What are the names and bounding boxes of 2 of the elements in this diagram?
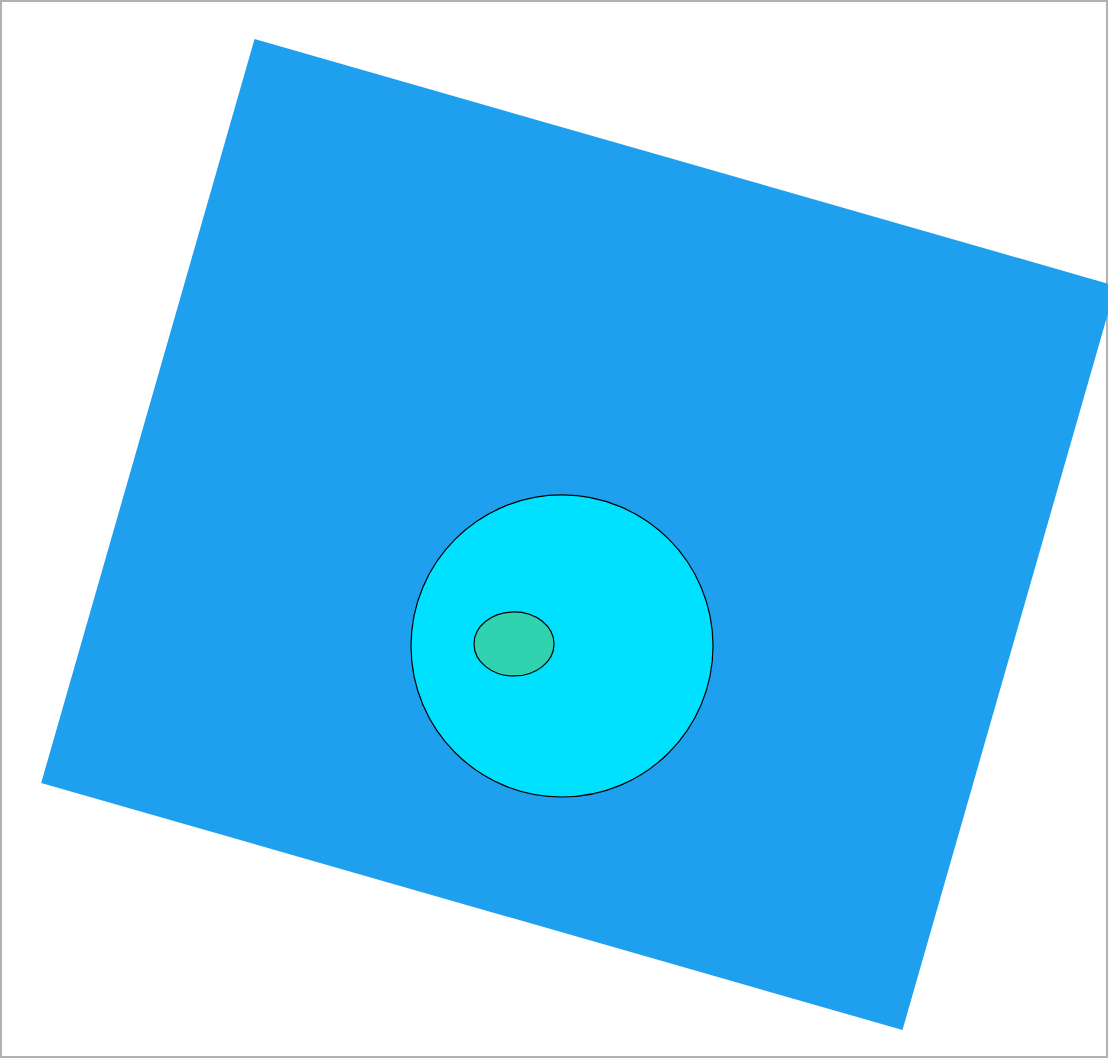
oval-spot	[473, 611, 555, 677]
circle-region	[410, 494, 714, 798]
